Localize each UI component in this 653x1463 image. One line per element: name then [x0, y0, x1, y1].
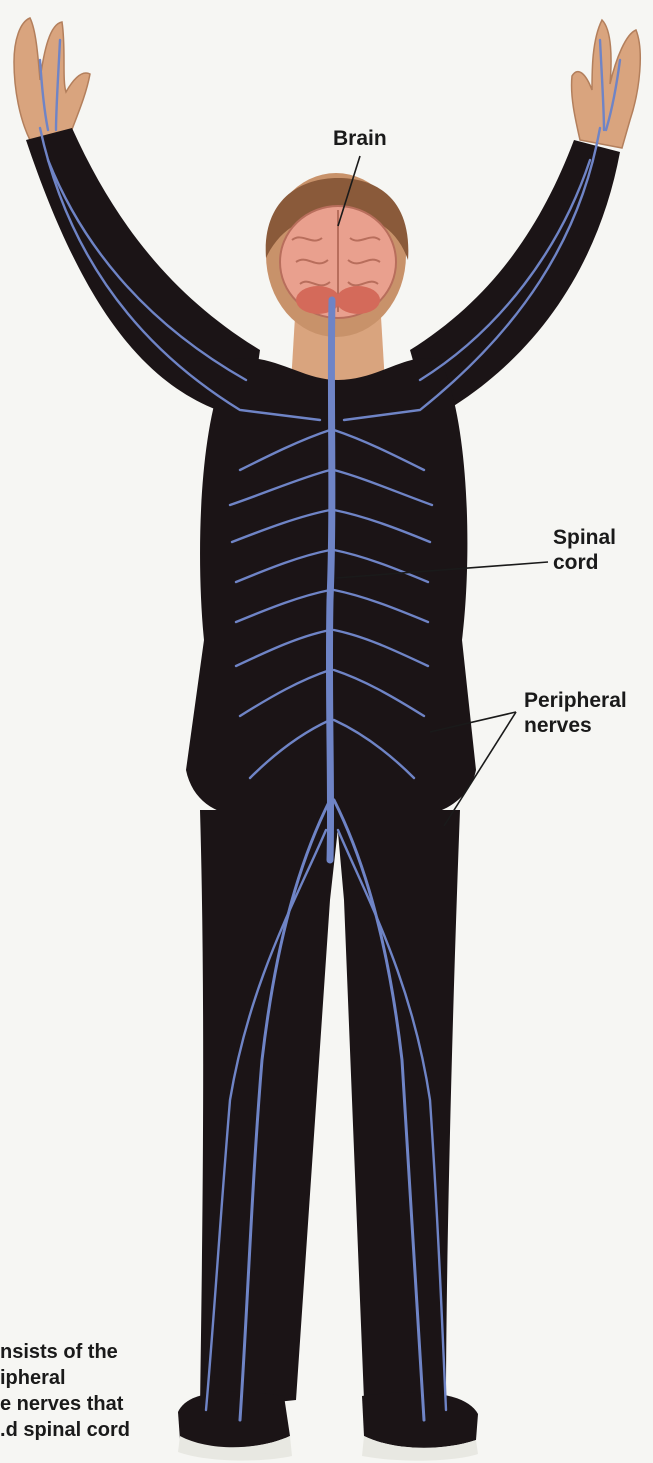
caption-line: d spinal cord.: [0, 1417, 170, 1443]
figure-caption: nsists of the ipheral e nerves that d sp…: [0, 1339, 170, 1463]
spinal-cord: [329, 300, 332, 860]
left-hand: [14, 18, 90, 140]
caption-line: e nerves that: [0, 1391, 170, 1417]
left-shoe: [178, 1392, 292, 1461]
left-leg: [200, 810, 340, 1410]
brain-label: Brain: [333, 126, 387, 151]
caption-line: ipheral: [0, 1365, 170, 1391]
peripheral-nerves-label: Peripheralnerves: [524, 688, 627, 738]
brain-icon: [280, 206, 396, 318]
spinal-cord-label: Spinalcord: [553, 525, 616, 575]
right-shoe: [362, 1392, 478, 1460]
caption-line: nsists of the: [0, 1339, 170, 1365]
